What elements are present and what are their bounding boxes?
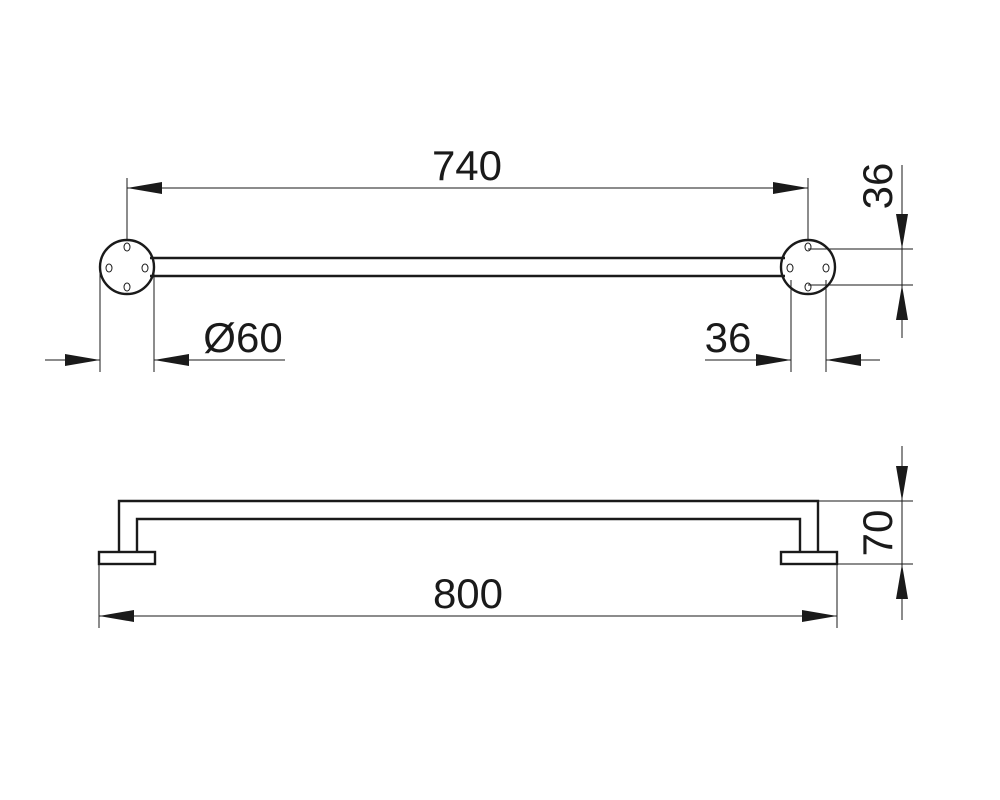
right-flange	[779, 238, 837, 296]
dimension-diameter: Ø60	[45, 267, 285, 372]
label-740: 740	[432, 142, 502, 189]
top-bar	[150, 256, 785, 278]
screw-hole	[822, 263, 830, 273]
side-rail	[117, 499, 820, 552]
dimension-800: 800	[98, 564, 838, 628]
top-view: 740 Ø60 36 36	[45, 142, 913, 372]
screw-hole	[123, 242, 131, 252]
screw-hole	[804, 242, 812, 252]
label-70: 70	[854, 510, 901, 557]
screw-hole	[123, 282, 131, 292]
dimension-740: 740	[126, 142, 809, 240]
dimension-36-horizontal: 36	[705, 280, 880, 372]
label-diameter: Ø60	[203, 314, 282, 361]
dimension-70: 70	[818, 446, 913, 620]
screw-hole	[786, 263, 794, 273]
side-view: 800 70	[97, 446, 913, 628]
label-36-horizontal: 36	[705, 314, 752, 361]
dimension-36-vertical: 36	[808, 163, 913, 338]
left-flange	[98, 238, 156, 296]
screw-hole	[105, 263, 113, 273]
right-base-plate	[779, 550, 839, 566]
screw-hole	[804, 282, 812, 292]
screw-hole	[141, 263, 149, 273]
label-36-vertical: 36	[854, 163, 901, 210]
left-base-plate	[97, 550, 157, 566]
label-800: 800	[433, 570, 503, 617]
